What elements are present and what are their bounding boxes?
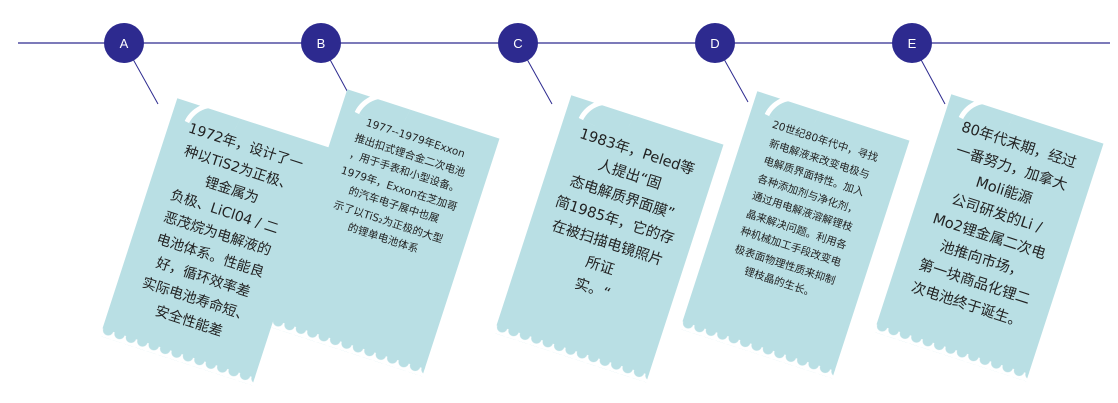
timeline-node-d: D	[695, 23, 735, 63]
timeline-node-b: B	[301, 23, 341, 63]
timeline-node-e: E	[892, 23, 932, 63]
timeline-node-a: A	[104, 23, 144, 63]
timeline-node-c: C	[498, 23, 538, 63]
